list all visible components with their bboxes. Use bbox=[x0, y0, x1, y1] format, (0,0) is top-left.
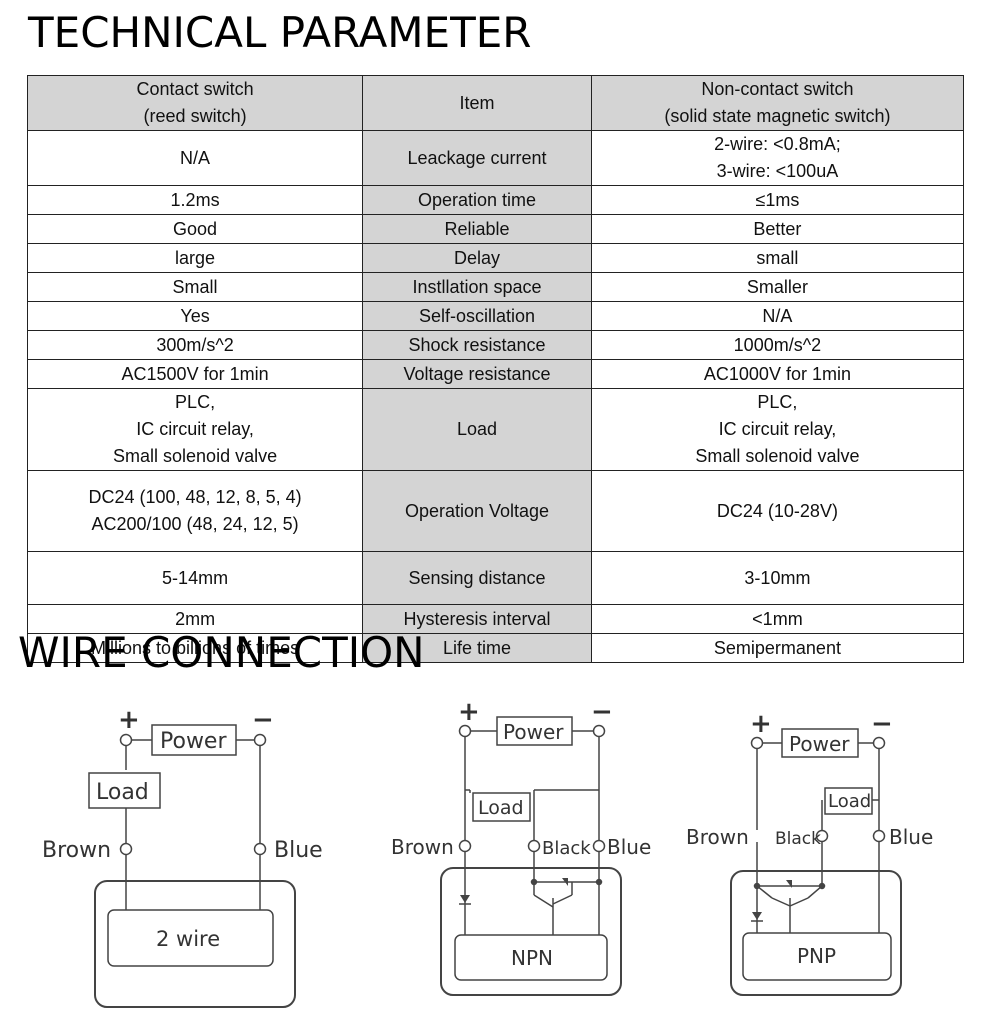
d1-type-label: 2 wire bbox=[156, 927, 220, 951]
contact-switch-cell: 5-14mm bbox=[26, 551, 364, 605]
non-contact-switch-cell: Semipermanent bbox=[590, 633, 965, 663]
contact-switch-cell: 1.2ms bbox=[26, 185, 364, 215]
item-cell: Sensing distance bbox=[362, 551, 592, 605]
contact-switch-cell: Small bbox=[26, 272, 364, 302]
d3-minus-label: − bbox=[871, 709, 893, 739]
d3-black-label: Black bbox=[775, 829, 821, 849]
d1-power-label: Power bbox=[160, 729, 227, 754]
contact-switch-cell: Yes bbox=[26, 301, 364, 331]
diagram-pnp bbox=[730, 728, 902, 996]
item-cell: Operation Voltage bbox=[362, 470, 592, 552]
contact-switch-cell: Millions to billions of times bbox=[26, 633, 364, 663]
d2-minus-label: − bbox=[591, 697, 613, 727]
d2-black-label: Black bbox=[542, 838, 591, 859]
d2-load-label: Load bbox=[478, 797, 524, 819]
item-cell: Load bbox=[362, 388, 592, 471]
non-contact-switch-cell: PLC, IC circuit relay, Small solenoid va… bbox=[590, 388, 965, 471]
d3-power-label: Power bbox=[789, 732, 850, 756]
non-contact-switch-cell: Smaller bbox=[590, 272, 965, 302]
wire-connection-heading: WIRE CONNECTION bbox=[18, 628, 425, 677]
non-contact-switch-cell: Better bbox=[590, 214, 965, 244]
d3-load-label: Load bbox=[828, 791, 871, 812]
non-contact-switch-cell: small bbox=[590, 243, 965, 273]
contact-switch-cell: Good bbox=[26, 214, 364, 244]
item-cell: Voltage resistance bbox=[362, 359, 592, 389]
contact-switch-cell: N/A bbox=[26, 130, 364, 186]
d1-minus-label: − bbox=[252, 705, 274, 735]
diagram-2-wire bbox=[88, 724, 296, 1008]
table-header-cell: Non-contact switch (solid state magnetic… bbox=[590, 75, 965, 131]
contact-switch-cell: DC24 (100, 48, 12, 8, 5, 4) AC200/100 (4… bbox=[26, 470, 364, 552]
technical-parameter-heading: TECHNICAL PARAMETER bbox=[28, 8, 532, 57]
non-contact-switch-cell: 2-wire: <0.8mA; 3-wire: <100uA bbox=[590, 130, 965, 186]
contact-switch-cell: 2mm bbox=[26, 604, 364, 634]
d2-blue-label: Blue bbox=[607, 835, 651, 859]
table-header-cell: Contact switch (reed switch) bbox=[26, 75, 364, 131]
non-contact-switch-cell: 3-10mm bbox=[590, 551, 965, 605]
non-contact-switch-cell: AC1000V for 1min bbox=[590, 359, 965, 389]
table-header-cell: Item bbox=[362, 75, 592, 131]
d1-plus-label: + bbox=[118, 705, 140, 735]
non-contact-switch-cell: ≤1ms bbox=[590, 185, 965, 215]
table-row: DC24 (100, 48, 12, 8, 5, 4) AC200/100 (4… bbox=[26, 470, 965, 552]
contact-switch-cell: 300m/s^2 bbox=[26, 330, 364, 360]
d2-plus-label: + bbox=[458, 697, 480, 727]
d2-type-label: NPN bbox=[511, 946, 553, 970]
item-cell: Hysteresis interval bbox=[362, 604, 592, 634]
item-cell: Leackage current bbox=[362, 130, 592, 186]
diagram-npn bbox=[440, 716, 622, 996]
non-contact-switch-cell: 1000m/s^2 bbox=[590, 330, 965, 360]
item-cell: Reliable bbox=[362, 214, 592, 244]
d2-brown-label: Brown bbox=[391, 835, 454, 859]
d3-type-label: PNP bbox=[797, 944, 836, 968]
d3-blue-label: Blue bbox=[889, 825, 933, 849]
d1-load-label: Load bbox=[96, 780, 149, 805]
item-cell: Shock resistance bbox=[362, 330, 592, 360]
contact-switch-cell: large bbox=[26, 243, 364, 273]
item-cell: Operation time bbox=[362, 185, 592, 215]
table-row: PLC, IC circuit relay, Small solenoid va… bbox=[26, 388, 965, 471]
d1-blue-label: Blue bbox=[274, 838, 323, 863]
d2-power-label: Power bbox=[503, 720, 564, 744]
contact-switch-cell: PLC, IC circuit relay, Small solenoid va… bbox=[26, 388, 364, 471]
item-cell: Self-oscillation bbox=[362, 301, 592, 331]
d3-plus-label: + bbox=[750, 709, 772, 739]
wire-connection-diagrams: + − Power Load Brown Blue 2 wire + − Pow… bbox=[42, 697, 933, 1008]
item-cell: Instllation space bbox=[362, 272, 592, 302]
d3-brown-label: Brown bbox=[686, 825, 749, 849]
non-contact-switch-cell: N/A bbox=[590, 301, 965, 331]
non-contact-switch-cell: DC24 (10-28V) bbox=[590, 470, 965, 552]
non-contact-switch-cell: <1mm bbox=[590, 604, 965, 634]
item-cell: Delay bbox=[362, 243, 592, 273]
contact-switch-cell: AC1500V for 1min bbox=[26, 359, 364, 389]
d1-brown-label: Brown bbox=[42, 838, 111, 863]
